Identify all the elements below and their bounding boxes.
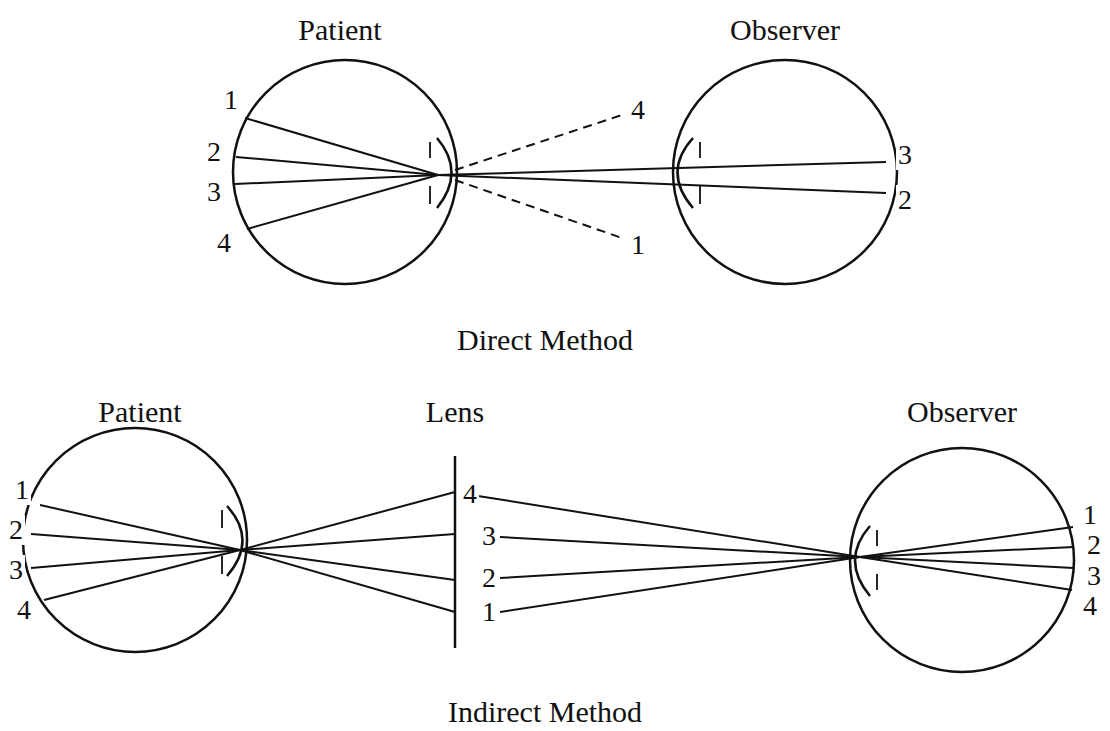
observer-eye: [850, 448, 1074, 672]
callout-number: 2: [480, 563, 498, 593]
callout-number: 3: [205, 177, 223, 207]
condensing-lens: [454, 456, 457, 648]
cornea: [437, 138, 452, 208]
patient-eye: [23, 428, 247, 652]
callout-number: 3: [480, 521, 498, 551]
callout-number: 4: [15, 595, 33, 625]
figure-label: Lens: [424, 396, 486, 428]
method-caption: Direct Method: [455, 324, 635, 356]
figure-label: Patient: [96, 396, 183, 428]
callout-number: 3: [1085, 561, 1103, 591]
callout-number: 1: [480, 597, 498, 627]
iris: [699, 142, 701, 204]
figure-label: Observer: [905, 396, 1019, 428]
callout-number: 2: [7, 515, 25, 545]
callout-number: 4: [215, 228, 233, 258]
cornea: [227, 506, 243, 576]
callout-number: 3: [896, 140, 914, 170]
callout-number: 4: [629, 95, 647, 125]
patient-eye: [233, 60, 457, 284]
callout-number: 1: [222, 85, 240, 115]
cornea: [678, 138, 694, 208]
callout-number: 1: [1081, 500, 1099, 530]
figure-label: Observer: [728, 14, 842, 46]
cornea: [855, 526, 870, 596]
light-rays: [31, 492, 1074, 612]
method-caption: Indirect Method: [446, 696, 644, 728]
callout-number: 2: [1085, 530, 1103, 560]
observer-eye: [673, 60, 897, 284]
callout-number: 2: [205, 137, 223, 167]
callout-number: 1: [13, 475, 31, 505]
callout-number: 3: [7, 555, 25, 585]
callout-number: 2: [896, 185, 914, 215]
callout-number: 4: [461, 479, 479, 509]
figure-label: Patient: [296, 14, 383, 46]
iris: [221, 510, 223, 574]
dashed-rays: [455, 115, 622, 238]
callout-number: 4: [1081, 591, 1099, 621]
callout-number: 1: [629, 230, 647, 260]
